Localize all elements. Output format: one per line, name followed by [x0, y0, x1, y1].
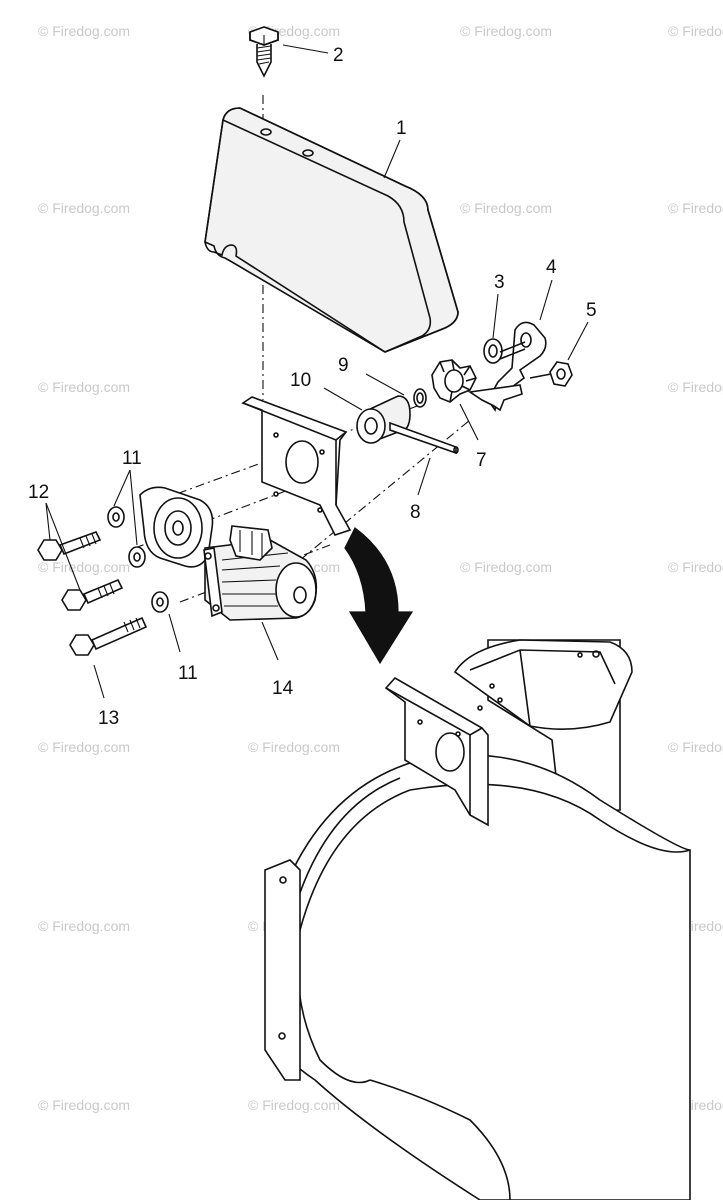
watermark: © Firedog.com: [668, 739, 723, 755]
callout-12: 12: [28, 482, 49, 503]
callout-3: 3: [494, 272, 505, 293]
callout-9: 9: [338, 355, 349, 376]
shaft-part-8: [389, 421, 459, 455]
leader-lines: [45, 44, 589, 699]
gear-lever-part-7: [431, 359, 523, 412]
watermark: © Firedog.com: [38, 379, 130, 395]
washers-part-11: [107, 506, 169, 613]
bolt-part-13: [69, 616, 148, 656]
chute-drum-assembly: [264, 639, 691, 1200]
watermark: © Firedog.com: [668, 379, 723, 395]
cover-part-1: [204, 107, 459, 353]
watermark: © Firedog.com: [38, 739, 130, 755]
motor-part-14: [139, 486, 318, 621]
watermark: © Firedog.com: [38, 1097, 130, 1113]
watermark: © Firedog.com: [460, 559, 552, 575]
callout-5: 5: [586, 300, 597, 321]
callout-4: 4: [546, 257, 557, 278]
watermark: © Firedog.com: [668, 559, 723, 575]
screw-part-2: [249, 26, 279, 78]
callout-labels: 2 1 3 4 5 9 10 7 8 11 12 11 14 13: [28, 45, 597, 729]
assembly-arrow: [344, 527, 414, 665]
callout-10: 10: [290, 370, 311, 391]
bushing-part-10: [356, 395, 411, 444]
callout-1: 1: [396, 118, 407, 139]
callout-2: 2: [333, 45, 344, 66]
watermark: © Firedog.com: [248, 739, 340, 755]
watermark: © Firedog.com: [668, 200, 723, 216]
callout-8: 8: [410, 502, 421, 523]
watermark: © Firedog.com: [38, 23, 130, 39]
watermark: © Firedog.com: [460, 23, 552, 39]
callout-11-top: 11: [122, 448, 142, 469]
washer-part-3: [483, 338, 503, 364]
mounting-plate: [241, 396, 352, 536]
watermark: © Firedog.com: [460, 200, 552, 216]
watermark: © Firedog.com: [248, 1097, 340, 1113]
watermark: © Firedog.com: [38, 200, 130, 216]
nut-part-5: [529, 361, 573, 387]
watermark: © Firedog.com: [38, 559, 130, 575]
callout-7: 7: [476, 450, 487, 471]
oring-part-9: [413, 388, 427, 408]
watermark: © Firedog.com: [38, 918, 130, 934]
watermark: © Firedog.com: [668, 23, 723, 39]
bolts-part-12: [37, 531, 124, 611]
callout-11-bottom: 11: [178, 663, 198, 684]
callout-13: 13: [98, 708, 119, 729]
callout-14: 14: [272, 678, 294, 699]
